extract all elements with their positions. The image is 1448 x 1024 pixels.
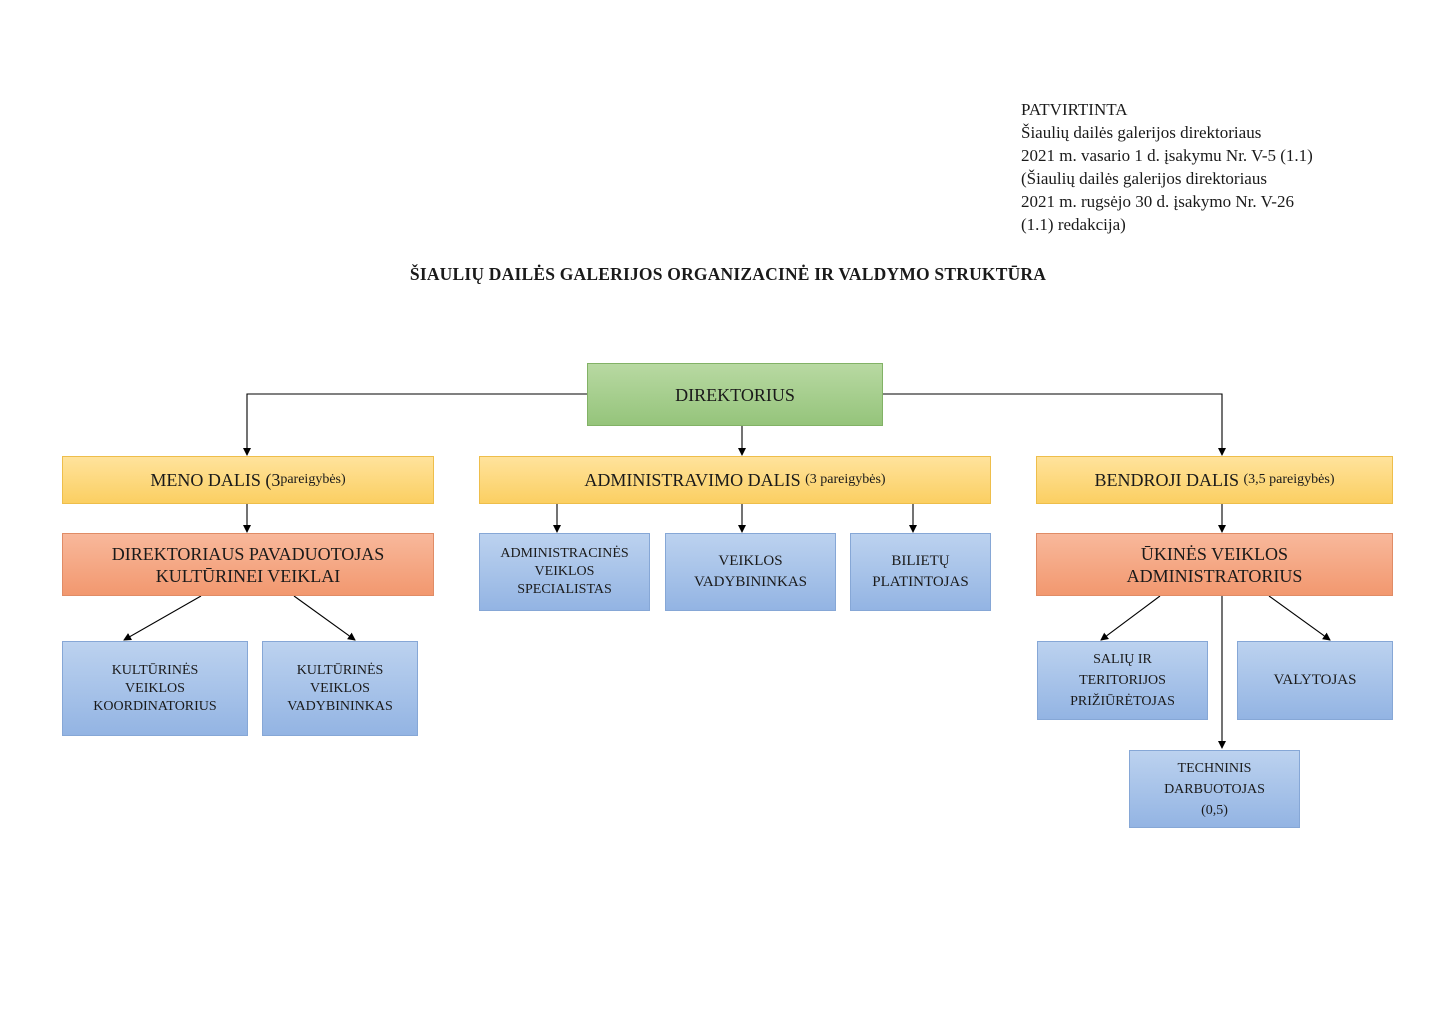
- connector-deputy-manager: [293, 595, 356, 641]
- approval-line: (1.1) redakcija): [1021, 215, 1126, 234]
- node-admin-name: ADMINISTRAVIMO DALIS: [584, 470, 801, 490]
- approval-line: PATVIRTINTA: [1021, 100, 1128, 119]
- node-administravimo-dalis: ADMINISTRAVIMO DALIS (3 pareigybės): [479, 456, 991, 504]
- node-activity-manager: VEIKLOS VADYBININKAS: [665, 533, 836, 611]
- connector-economic-cleaner: [1268, 595, 1331, 641]
- node-bendroji-dalis: BENDROJI DALIS (3,5 pareigybės): [1036, 456, 1393, 504]
- node-grounds-keeper-line: TERITORIJOS: [1079, 673, 1166, 688]
- node-ticket-seller-line: BILIETŲ: [891, 553, 950, 569]
- connector-director-bendroji: [883, 393, 1226, 456]
- node-admin-specialist-line: VEIKLOS: [534, 564, 595, 579]
- node-coordinator-line: VEIKLOS: [125, 680, 185, 696]
- connector-director-meno: [243, 393, 587, 456]
- node-culture-coordinator: KULTŪRINĖS VEIKLOS KOORDINATORIUS: [62, 641, 248, 736]
- node-deputy-director: DIREKTORIAUS PAVADUOTOJAS KULTŪRINEI VEI…: [62, 533, 434, 596]
- node-coordinator-line: KULTŪRINĖS: [111, 662, 199, 678]
- node-grounds-keeper: SALIŲ IR TERITORIJOS PRIŽIŪRĖTOJAS: [1037, 641, 1208, 720]
- node-economic-line: ADMINISTRATORIUS: [1126, 565, 1303, 586]
- node-activity-manager-line: VEIKLOS: [718, 553, 783, 569]
- approval-block: PATVIRTINTA Šiaulių dailės galerijos dir…: [1021, 98, 1421, 236]
- node-coordinator-line: KOORDINATORIUS: [93, 698, 217, 714]
- node-cleaner: VALYTOJAS: [1237, 641, 1393, 720]
- node-bendroji-count: (3,5 pareigybės): [1243, 472, 1335, 487]
- node-ticket-seller-line: PLATINTOJAS: [872, 574, 969, 590]
- page-title: ŠIAULIŲ DAILĖS GALERIJOS ORGANIZACINĖ IR…: [409, 264, 1047, 284]
- node-technician-line: TECHNINIS: [1177, 760, 1252, 776]
- node-culture-manager: KULTŪRINĖS VEIKLOS VADYBININKAS: [262, 641, 418, 736]
- approval-line: 2021 m. vasario 1 d. įsakymu Nr. V-5 (1.…: [1021, 146, 1313, 165]
- node-admin-specialist-line: ADMINISTRACINĖS: [500, 546, 629, 561]
- node-technician-line: DARBUOTOJAS: [1164, 781, 1265, 797]
- approval-line: 2021 m. rugsėjo 30 d. įsakymo Nr. V-26: [1021, 192, 1294, 211]
- node-meno-name: MENO DALIS: [150, 470, 261, 490]
- node-technician-line: (0,5): [1201, 802, 1228, 818]
- node-ticket-seller: BILIETŲ PLATINTOJAS: [850, 533, 991, 611]
- node-culture-manager-line: VEIKLOS: [310, 680, 370, 696]
- node-director: DIREKTORIUS: [587, 363, 883, 426]
- approval-line: Šiaulių dailės galerijos direktoriaus: [1021, 123, 1262, 142]
- approval-line: (Šiaulių dailės galerijos direktoriaus: [1021, 169, 1267, 188]
- node-activity-manager-line: VADYBININKAS: [693, 574, 808, 590]
- node-admin-specialist: ADMINISTRACINĖS VEIKLOS SPECIALISTAS: [479, 533, 650, 611]
- node-meno-count-word: pareigybės): [280, 472, 346, 487]
- node-deputy-line: KULTŪRINEI VEIKLAI: [155, 565, 341, 586]
- node-admin-count: (3 pareigybės): [805, 472, 886, 487]
- node-deputy-line: DIREKTORIAUS PAVADUOTOJAS: [111, 543, 385, 564]
- node-meno-dalis: MENO DALIS (3 pareigybės): [62, 456, 434, 504]
- node-culture-manager-line: KULTŪRINĖS: [296, 662, 384, 678]
- node-bendroji-name: BENDROJI DALIS: [1094, 470, 1240, 490]
- connector-deputy-coordinator: [123, 595, 202, 641]
- node-economic-line: ŪKINĖS VEIKLOS: [1140, 543, 1289, 564]
- node-culture-manager-line: VADYBININKAS: [287, 698, 393, 714]
- node-meno-count: (3: [265, 470, 281, 490]
- node-admin-specialist-line: SPECIALISTAS: [517, 582, 612, 597]
- node-technician: TECHNINIS DARBUOTOJAS (0,5): [1129, 750, 1300, 828]
- node-director-label: DIREKTORIUS: [675, 384, 795, 405]
- node-economic-administrator: ŪKINĖS VEIKLOS ADMINISTRATORIUS: [1036, 533, 1393, 596]
- connector-economic-grounds: [1100, 595, 1161, 641]
- node-grounds-keeper-line: PRIŽIŪRĖTOJAS: [1070, 694, 1175, 709]
- node-cleaner-label: VALYTOJAS: [1273, 672, 1357, 688]
- node-grounds-keeper-line: SALIŲ IR: [1093, 652, 1152, 667]
